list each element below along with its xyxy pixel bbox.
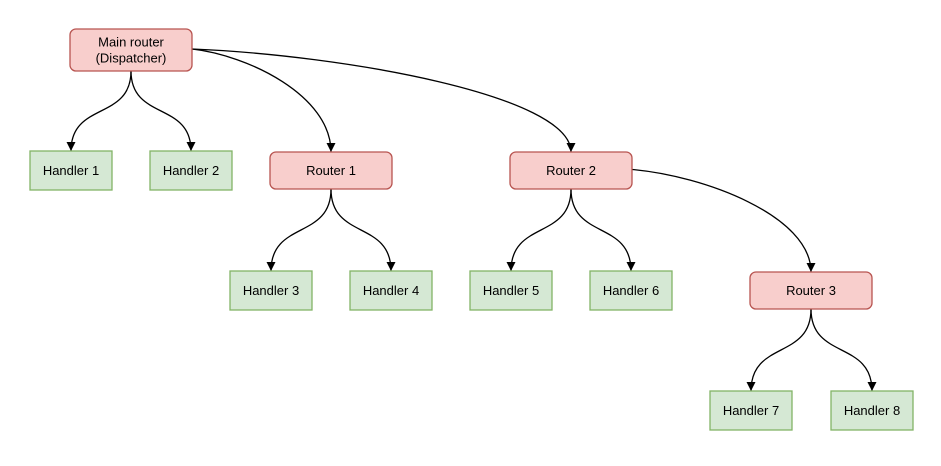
node-handler-4: Handler 4 [349,270,433,311]
nodes-layer: Main router(Dispatcher) Handler 1 Handler … [29,28,914,431]
node-router-1: Router 1 [269,151,393,190]
main-router-box [69,28,193,72]
edge-router-3-to-handler-7 [746,308,812,392]
node-handler-5: Handler 5 [469,270,553,311]
node-handler-1: Handler 1 [29,150,113,191]
handler-2-box [149,150,233,191]
handler-7-label: Handler 7 [723,403,779,418]
handler-8-box [830,390,914,431]
main-router-label: Main router(Dispatcher) [96,35,167,66]
handler-3-label: Handler 3 [243,283,299,298]
handler-5-label: Handler 5 [483,283,539,298]
node-handler-2: Handler 2 [149,150,233,191]
node-main-router: Main router(Dispatcher) [69,28,193,72]
handler-2-label: Handler 2 [163,163,219,178]
router-1-label: Router 1 [306,163,356,178]
handler-6-label: Handler 6 [603,283,659,298]
node-handler-3: Handler 3 [229,270,313,311]
edge-router-1-to-handler-3 [266,188,332,272]
edge-main-router-to-handler-2 [130,70,196,152]
router-2-label: Router 2 [546,163,596,178]
node-handler-8: Handler 8 [830,390,914,431]
edge-router-1-to-handler-4 [330,188,396,272]
node-router-3: Router 3 [749,271,873,310]
handler-6-box [589,270,673,311]
handler-4-label: Handler 4 [363,283,419,298]
edge-router-2-to-router-3 [631,168,816,273]
node-handler-7: Handler 7 [709,390,793,431]
handler-5-box [469,270,553,311]
handler-3-box [229,270,313,311]
node-router-2: Router 2 [509,151,633,190]
router-3-label: Router 3 [786,283,836,298]
edge-router-3-to-handler-8 [810,308,877,392]
edge-main-router-to-handler-1 [66,70,132,152]
edge-router-2-to-handler-6 [570,188,636,272]
handler-4-box [349,270,433,311]
handler-7-box [709,390,793,431]
router-1-box [269,151,393,190]
node-handler-6: Handler 6 [589,270,673,311]
router-3-box [749,271,873,310]
edge-router-2-to-handler-5 [506,188,572,272]
handler-8-label: Handler 8 [844,403,900,418]
edge-main-router-to-router-2 [191,48,576,153]
edges-layer [66,48,877,392]
edge-main-router-to-router-1 [191,48,336,153]
router-2-box [509,151,633,190]
handler-1-label: Handler 1 [43,163,99,178]
handler-1-box [29,150,113,191]
